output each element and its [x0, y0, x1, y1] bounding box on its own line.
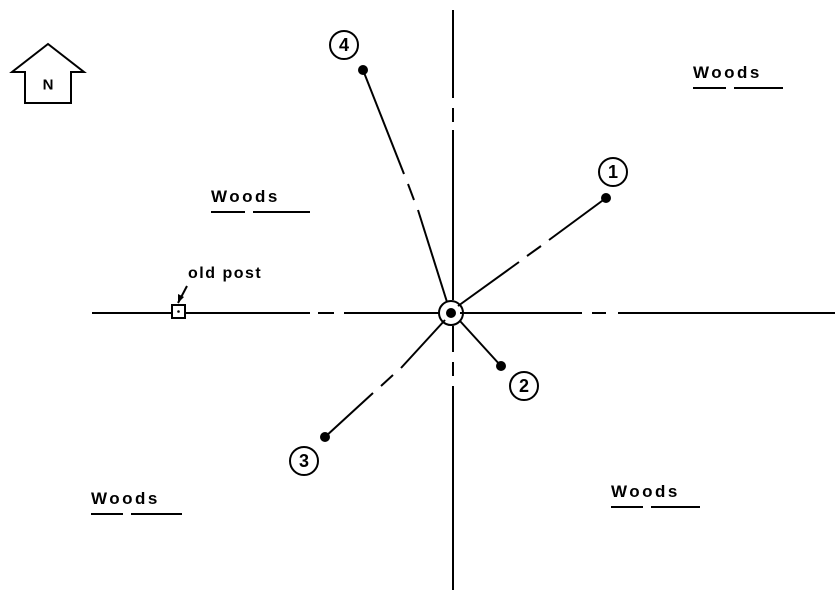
line-to-point-1 [457, 197, 607, 307]
old-post: old post [171, 265, 262, 319]
svg-text:Woods: Woods [211, 187, 280, 206]
point-3-label: 3 [289, 446, 319, 476]
woods-label-northeast: Woods [693, 63, 783, 89]
point-4-label: 4 [329, 30, 359, 60]
woods-label-southwest: Woods [91, 489, 182, 515]
svg-text:4: 4 [339, 35, 349, 55]
line-to-point-3 [324, 319, 446, 438]
svg-text:Woods: Woods [611, 482, 680, 501]
post-marker-icon [171, 304, 186, 319]
point-2-label: 2 [509, 371, 539, 401]
point-3-marker [320, 432, 330, 442]
north-arrow: N [9, 42, 87, 104]
svg-text:3: 3 [299, 451, 309, 471]
north-label: N [43, 77, 54, 94]
center-monument-icon [438, 300, 464, 326]
line-to-point-4 [362, 69, 448, 303]
svg-text:Woods: Woods [693, 63, 762, 82]
point-2-marker [496, 361, 506, 371]
old-post-label: old post [188, 265, 262, 282]
woods-label-northwest: Woods [211, 187, 310, 213]
woods-label-southeast: Woods [611, 482, 700, 508]
svg-text:1: 1 [608, 162, 618, 182]
svg-text:Woods: Woods [91, 489, 160, 508]
point-1-label: 1 [598, 157, 628, 187]
line-to-point-2 [459, 320, 502, 367]
svg-text:2: 2 [519, 376, 529, 396]
point-1-marker [601, 193, 611, 203]
point-4-marker [358, 65, 368, 75]
north-arrow-icon [9, 42, 87, 104]
